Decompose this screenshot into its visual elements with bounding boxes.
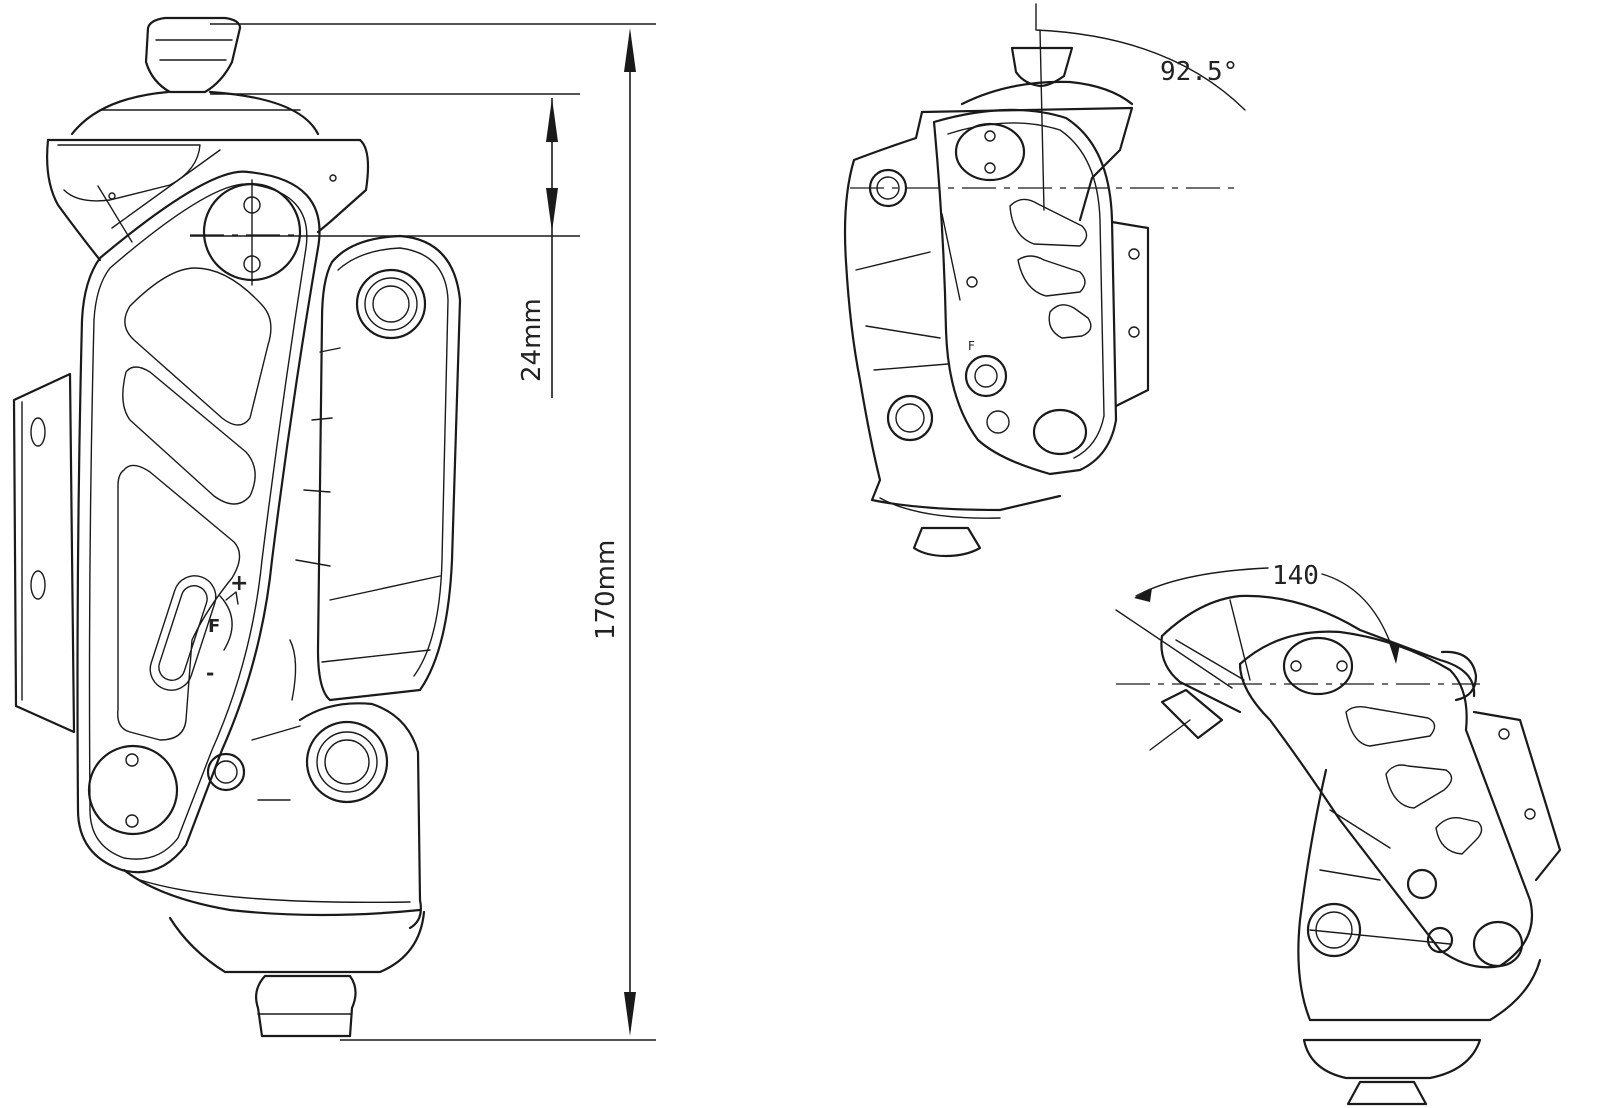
flexion-92-view: 92.5° F xyxy=(843,3,1246,558)
total-height-label: 170mm xyxy=(591,540,621,640)
minus-mark: - xyxy=(206,661,214,685)
f-mark: F xyxy=(208,616,220,637)
plus-mark: + xyxy=(230,571,248,596)
flexion-angle-label: 92.5° xyxy=(1160,57,1238,87)
flexed-f-mark: F xyxy=(968,339,975,353)
extended-knee-view: + F - xyxy=(12,16,656,1041)
pivot-offset-label: 24mm xyxy=(517,298,547,382)
flexion-140-view: 140 xyxy=(1115,561,1562,1106)
full-flexion-angle-label: 140 xyxy=(1272,561,1319,591)
